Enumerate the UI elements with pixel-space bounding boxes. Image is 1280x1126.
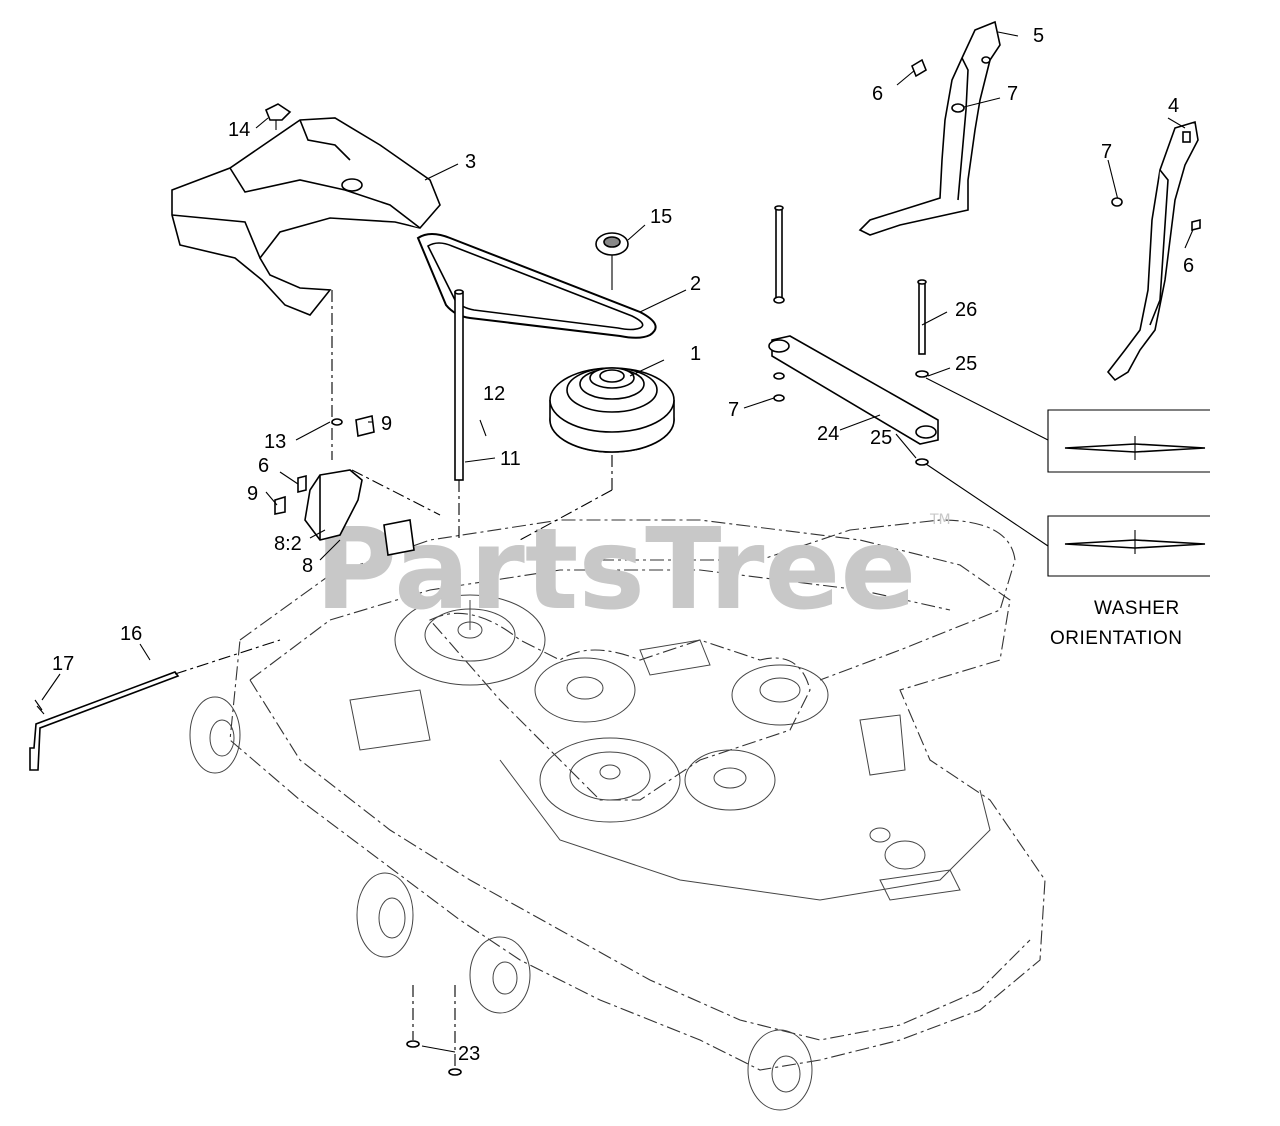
callout-labels: 1 2 3 4 5 6 6 6 7 7 7 8 8:2 9 9 11 12 13… [52, 25, 1194, 1065]
callout-26: 26 [955, 299, 977, 321]
cover-knob [264, 103, 292, 130]
hardware [406, 58, 1201, 1076]
watermark-text: PartsTree [315, 505, 916, 635]
washer-orientation-box-top [1047, 409, 1210, 473]
callout-16: 16 [120, 623, 142, 645]
callout-9-top: 9 [381, 413, 392, 435]
leader-lines [41, 31, 1196, 1070]
callout-3: 3 [465, 151, 476, 173]
mount-bracket-right [1106, 120, 1199, 382]
callout-12: 12 [483, 383, 505, 405]
trademark-text: TM [929, 512, 951, 528]
callout-6-left: 6 [258, 455, 269, 477]
wheel-front-right [747, 1029, 813, 1111]
spindle-pulley-center [539, 737, 681, 823]
callout-8-2: 8:2 [274, 533, 302, 555]
wheel-front-center [469, 936, 531, 1014]
callout-23: 23 [458, 1043, 480, 1065]
callout-9-left: 9 [247, 483, 258, 505]
wheel-left-rear [189, 696, 241, 774]
idler-bracket [274, 415, 415, 556]
washer-orientation-line1: WASHER [1094, 598, 1180, 619]
callout-1: 1 [690, 343, 701, 365]
washer-orientation-line2: ORIENTATION [1050, 628, 1183, 649]
callout-11: 11 [500, 448, 521, 470]
callout-4: 4 [1168, 95, 1179, 117]
callout-24: 24 [817, 423, 839, 445]
idler-pulley-center [534, 657, 636, 723]
mower-deck [189, 519, 1046, 1111]
callout-15: 15 [650, 206, 672, 228]
callout-25-bottom: 25 [870, 427, 892, 449]
deck-rod [29, 671, 180, 771]
callout-6-right: 6 [1183, 255, 1194, 277]
deck-pulley [549, 367, 675, 453]
wheel-left-front [356, 872, 414, 958]
mount-bracket-left [858, 20, 1001, 236]
spindle-pulley-right [731, 664, 829, 726]
belt-cover [171, 117, 441, 316]
callout-8: 8 [302, 555, 313, 577]
spindle-pulley-left [394, 594, 546, 686]
pulley-cap [595, 232, 629, 290]
callout-13: 13 [264, 431, 286, 453]
callout-14: 14 [228, 119, 250, 141]
callout-17: 17 [52, 653, 74, 675]
callout-6-top: 6 [872, 83, 883, 105]
callout-5: 5 [1033, 25, 1044, 47]
callout-7-right: 7 [1101, 141, 1112, 163]
callout-7-arm: 7 [728, 399, 739, 421]
idler-arm [768, 205, 939, 466]
idler-pulley-right [684, 749, 776, 811]
washer-orientation-box-bottom [1047, 515, 1210, 577]
callout-7-top: 7 [1007, 83, 1018, 105]
callout-25-top: 25 [955, 353, 977, 375]
callout-2: 2 [690, 273, 701, 295]
